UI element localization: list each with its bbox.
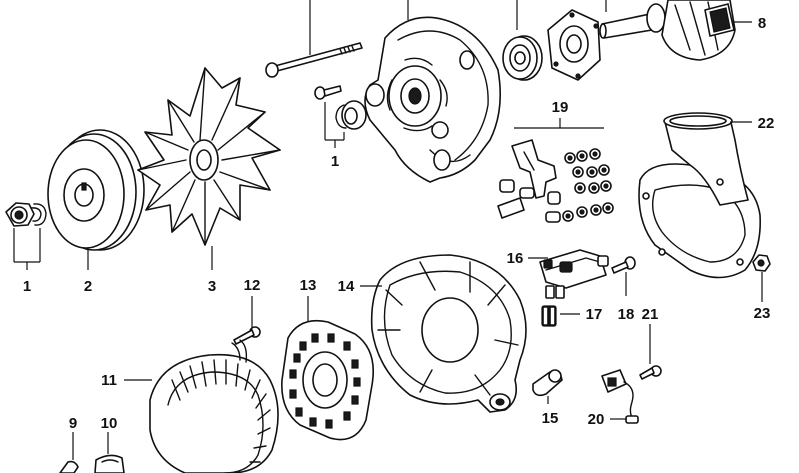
leader-19 bbox=[514, 118, 604, 129]
label-1-center: 1 bbox=[331, 153, 339, 170]
leader-1a bbox=[13, 228, 41, 270]
label-8: 8 bbox=[758, 15, 766, 32]
label-18: 18 bbox=[618, 306, 635, 323]
label-10: 10 bbox=[101, 415, 118, 432]
part-10 bbox=[94, 454, 125, 473]
label-19: 19 bbox=[552, 99, 569, 116]
label-20: 20 bbox=[588, 411, 605, 428]
label-17: 17 bbox=[586, 306, 603, 323]
label-11: 11 bbox=[101, 372, 117, 389]
part-bearing bbox=[502, 0, 543, 81]
part-slip-ring-bracket bbox=[370, 254, 527, 413]
label-12: 12 bbox=[244, 277, 261, 294]
label-13: 13 bbox=[300, 277, 317, 294]
part-through-bolt bbox=[265, 0, 363, 78]
part-sleeve bbox=[532, 369, 563, 397]
part-rotor bbox=[599, 0, 736, 61]
part-bearing-plate bbox=[547, 9, 601, 81]
label-14: 14 bbox=[338, 278, 355, 295]
label-21: 21 bbox=[642, 306, 659, 323]
part-9 bbox=[59, 460, 79, 473]
part-fan bbox=[137, 67, 281, 246]
leader-1b bbox=[324, 102, 345, 148]
part-nut-23 bbox=[752, 254, 771, 272]
part-screw-bush bbox=[314, 85, 367, 130]
part-screw-21 bbox=[639, 365, 662, 380]
part-screw-18 bbox=[611, 256, 636, 274]
part-nut-washer bbox=[5, 202, 47, 227]
part-regulator-kit bbox=[497, 139, 614, 223]
label-2: 2 bbox=[84, 278, 92, 295]
label-15: 15 bbox=[542, 410, 559, 427]
part-pulley bbox=[47, 129, 145, 251]
label-1-left: 1 bbox=[23, 278, 31, 295]
part-labels: 1 1 2 3 8 9 10 11 12 13 14 15 16 17 18 1… bbox=[23, 15, 775, 432]
label-22: 22 bbox=[758, 115, 775, 132]
part-rectifier bbox=[281, 319, 374, 441]
part-rear-cover bbox=[638, 112, 762, 279]
label-16: 16 bbox=[507, 250, 524, 267]
label-3: 3 bbox=[208, 278, 216, 295]
part-screw-12 bbox=[233, 326, 261, 345]
part-drive-end-bracket bbox=[364, 0, 502, 183]
label-23: 23 bbox=[754, 305, 771, 322]
part-stator bbox=[149, 339, 279, 473]
part-suppressor bbox=[601, 369, 639, 424]
part-regulator bbox=[539, 249, 609, 327]
label-9: 9 bbox=[69, 415, 77, 432]
